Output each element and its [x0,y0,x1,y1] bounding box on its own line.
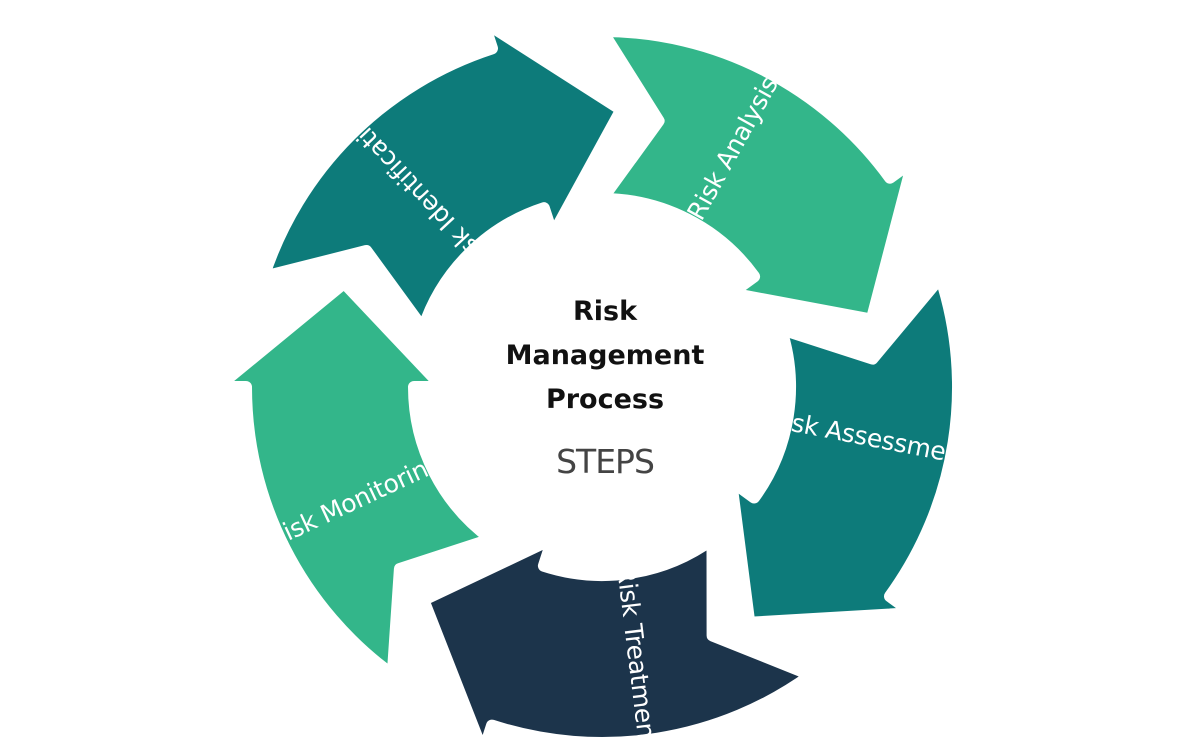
step-4-arrow: Risk Treatment [417,532,818,755]
center-title: Risk Management Process [470,290,740,422]
step-2-shape [596,25,920,326]
center-title-line-3: Process [545,384,665,415]
step-5-shape [211,276,498,681]
step-3-arrow: Risk Assessment [725,271,973,629]
center-title-line-2: Management [505,340,705,371]
center-subtitle: STEPS [556,442,655,481]
step-2-arrow: Risk Analysis [596,25,920,326]
step-1-shape [257,15,628,335]
step-4-shape [417,532,818,755]
center-title-line-1: Risk [572,296,638,327]
step-1-arrow: Risk Identification [257,15,628,335]
step-3-shape [725,271,964,629]
step-5-arrow: Risk Monitoring [211,276,498,681]
